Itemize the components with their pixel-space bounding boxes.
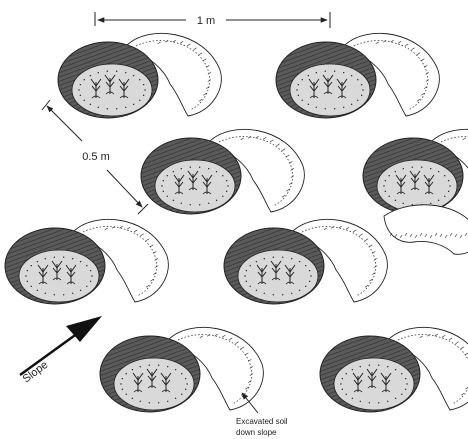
planting-pit (100, 327, 263, 412)
planting-pit (320, 327, 468, 412)
planting-pit (5, 219, 168, 304)
planting-pit (276, 33, 439, 118)
planting-pit (363, 129, 468, 214)
excavated-soil-label-line2: down slope (236, 428, 277, 437)
planting-pit (224, 219, 387, 304)
planting-pit (141, 129, 304, 214)
spacing-05m-label: 0.5 m (82, 151, 110, 163)
excavated-soil-mound (384, 205, 468, 254)
excavated-soil-label-line1: Excavated soil (236, 417, 288, 426)
slope-arrow: Slope (20, 316, 102, 385)
spacing-1m-label: 1 m (197, 15, 215, 27)
spacing-1m-dimension: 1 m (95, 12, 330, 28)
planting-pit (58, 33, 221, 118)
